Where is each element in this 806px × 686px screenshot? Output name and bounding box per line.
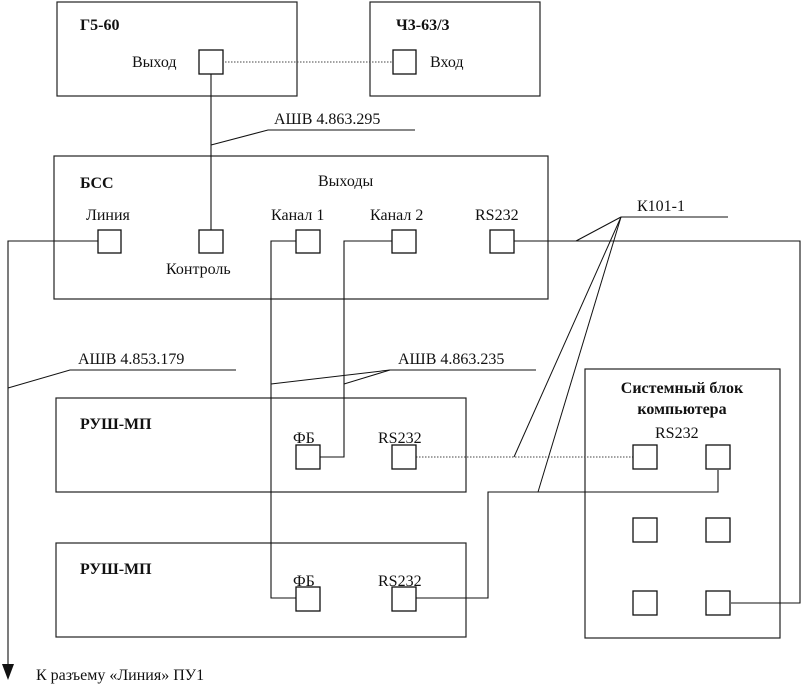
- leader-k101-to-rush2: [537, 216, 622, 493]
- block-pc: [584, 368, 781, 639]
- leader-k101-to-bss: [575, 216, 622, 242]
- connector-footer-label: К разъему «Линия» ПУ1: [36, 667, 204, 684]
- cable-ashv295-label: АШВ 4.863.295: [274, 111, 380, 128]
- bss-channel2-port: [391, 229, 417, 254]
- pc-port-4: [705, 517, 731, 543]
- pc-title-line1: Системный блок: [621, 380, 744, 397]
- wire-bss-rs232-to-pc: [514, 240, 801, 604]
- g5-title: Г5-60: [80, 17, 120, 34]
- pc-port-6: [705, 590, 731, 616]
- cable-ashv179-label: АШВ 4.853.179: [78, 351, 184, 368]
- block-bss: [53, 155, 549, 300]
- wire-channel1-to-fb: [270, 240, 296, 599]
- rush2-rs232-label: RS232: [378, 573, 422, 590]
- cable-ashv235-label: АШВ 4.863.235: [398, 351, 504, 368]
- ch3-title: Ч3-63/3: [396, 17, 450, 34]
- leader-k101-to-rush1: [513, 216, 622, 458]
- pc-rs232-port-2: [705, 444, 731, 470]
- bss-channel1-label: Канал 1: [271, 207, 324, 224]
- ch3-input-port: [392, 49, 417, 75]
- rush2-rs232-port: [391, 586, 417, 612]
- rush1-rs232-port: [391, 444, 417, 470]
- arrow-down-icon: [2, 664, 14, 680]
- rush2-fb-port: [295, 586, 321, 612]
- rush2-fb-label: ФБ: [293, 573, 315, 590]
- rush2-title: РУШ-МП: [80, 561, 152, 578]
- g5-output-label: Выход: [132, 54, 177, 71]
- ch3-input-label: Вход: [430, 54, 464, 71]
- block-rush-mp-1: [55, 397, 467, 493]
- bss-line-port: [97, 229, 122, 254]
- pc-rs232-label: RS232: [655, 425, 699, 442]
- leader-ashv235-to-ch1: [270, 369, 391, 385]
- leader-ashv295: [210, 129, 415, 146]
- bss-rs232-label: RS232: [475, 207, 519, 224]
- wire-rush2-rs232-to-pc: [416, 470, 719, 599]
- rush1-fb-label: ФБ: [293, 430, 315, 447]
- bss-title: БСС: [80, 175, 114, 192]
- pc-title-line2: компьютера: [637, 401, 726, 418]
- bss-outputs-header: Выходы: [318, 173, 373, 190]
- bss-line-label: Линия: [86, 207, 131, 224]
- cable-k101-label: К101-1: [637, 198, 685, 215]
- rush1-fb-port: [295, 444, 321, 470]
- block-g5-60: [56, 1, 298, 97]
- bss-control-port: [198, 229, 224, 254]
- leader-ashv235-to-ch2: [343, 369, 391, 385]
- rush1-rs232-label: RS232: [378, 430, 422, 447]
- block-rush-mp-2: [55, 542, 467, 638]
- bss-channel1-port: [295, 229, 321, 254]
- pc-rs232-port-1: [632, 444, 658, 470]
- wire-channel2-to-fb1: [320, 240, 392, 458]
- bss-rs232-port: [489, 229, 515, 254]
- block-ch3-63: [369, 1, 541, 97]
- bss-channel2-label: Канал 2: [370, 207, 423, 224]
- pc-port-5: [632, 590, 658, 616]
- bss-control-label: Контроль: [166, 261, 231, 278]
- pc-port-3: [632, 517, 658, 543]
- leader-ashv179: [7, 369, 236, 389]
- wire-line-to-connector: [7, 240, 98, 664]
- rush1-title: РУШ-МП: [80, 416, 152, 433]
- g5-output-port: [198, 49, 224, 75]
